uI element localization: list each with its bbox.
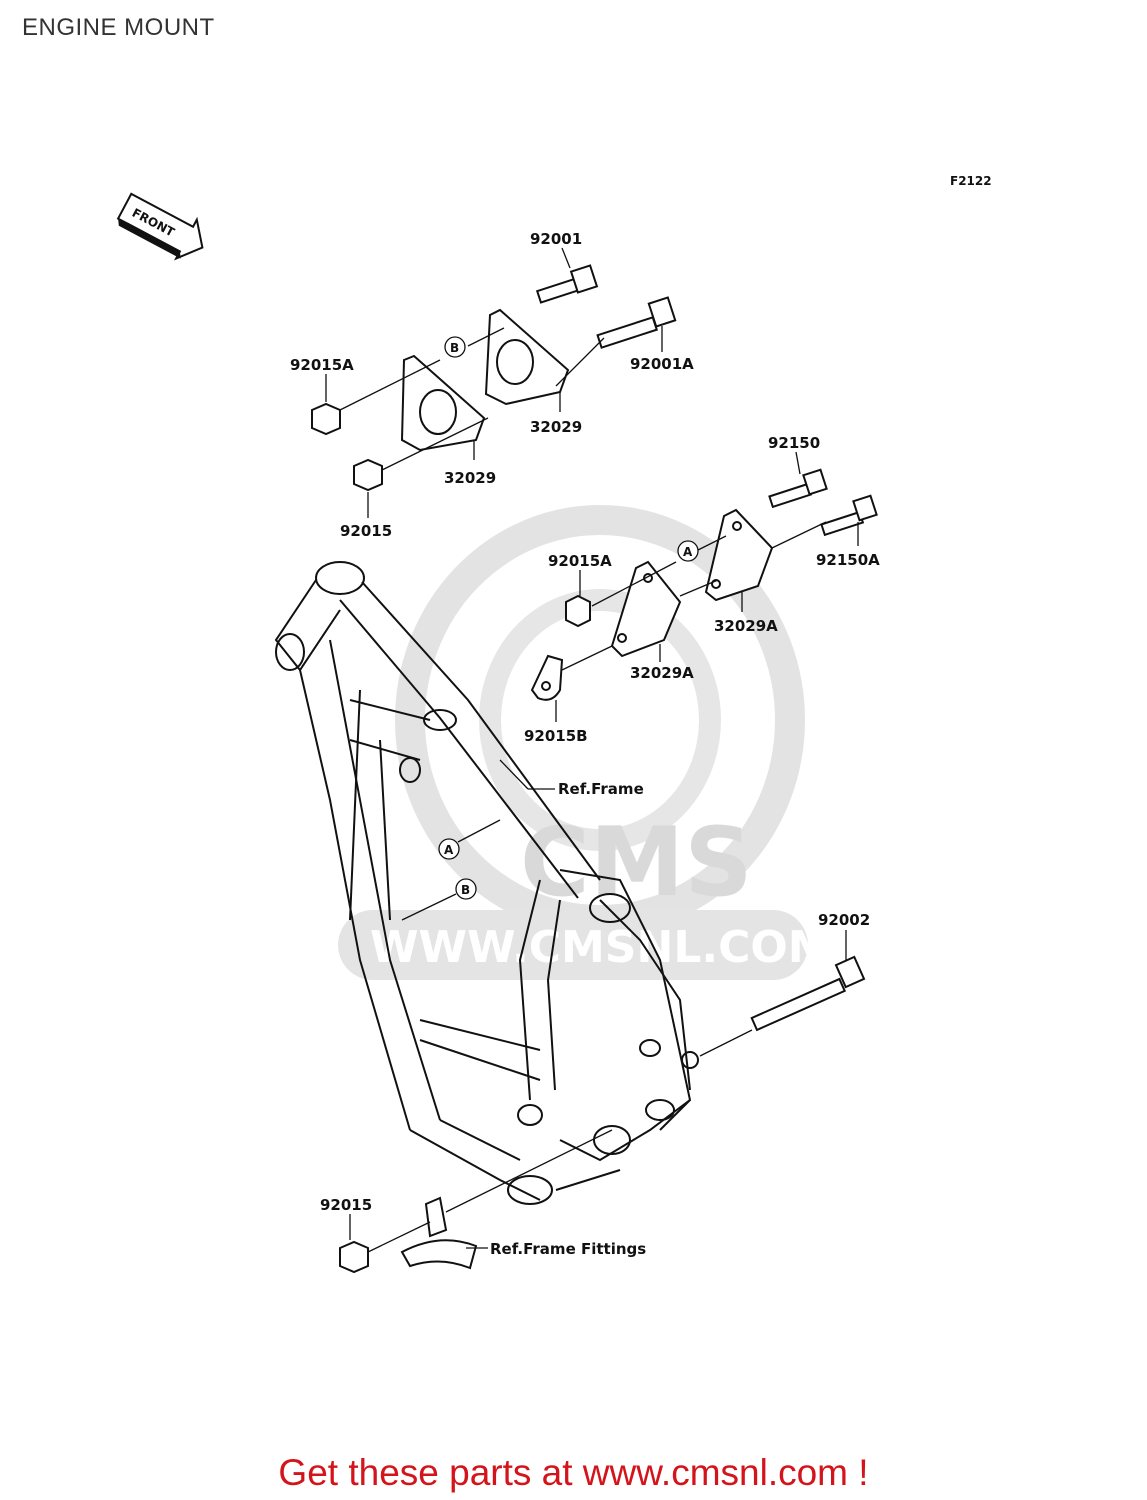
- plate-32029A-right: [704, 508, 774, 602]
- bolt-92001: [535, 264, 599, 304]
- label-92015-top: 92015: [340, 522, 392, 540]
- label-92015A-top: 92015A: [290, 356, 354, 374]
- frame-drawing: [274, 561, 699, 1205]
- marker-b-frame: B: [461, 883, 470, 897]
- label-ref-frame-fittings: Ref.Frame Fittings: [490, 1240, 646, 1258]
- label-92150A: 92150A: [816, 551, 880, 569]
- bolt-92001A: [596, 296, 677, 349]
- marker-a-frame: A: [444, 843, 454, 857]
- label-92015A-mid: 92015A: [548, 552, 612, 570]
- collar-92015B: [530, 654, 564, 701]
- watermark-url: WWW.CMSNL.COM: [370, 922, 832, 973]
- label-92150: 92150: [768, 434, 820, 452]
- frame-fittings: [400, 1196, 478, 1270]
- bolt-92150A: [820, 494, 878, 537]
- upper-mount-group: 92001 92001A 32029 32029: [290, 230, 694, 540]
- marker-a-upper: A: [683, 545, 693, 559]
- label-ref-frame: Ref.Frame: [558, 780, 644, 798]
- page-title: ENGINE MOUNT: [22, 14, 215, 41]
- label-32029-right: 32029: [530, 418, 582, 436]
- bolt-92150: [768, 468, 828, 509]
- plate-32029-right: [484, 308, 570, 406]
- label-92002: 92002: [818, 911, 870, 929]
- marker-b-upper: B: [450, 341, 459, 355]
- label-92015B: 92015B: [524, 727, 588, 745]
- nut-92015A-mid: [565, 594, 591, 628]
- bolt-92002: [750, 955, 866, 1032]
- nut-92015-top: [353, 458, 383, 492]
- front-arrow-icon: FRONT: [116, 192, 204, 261]
- nut-92015A-top: [311, 402, 341, 436]
- label-32029-left: 32029: [444, 469, 496, 487]
- figure-code: F2122: [950, 174, 992, 188]
- label-92001: 92001: [530, 230, 582, 248]
- label-32029A-right: 32029A: [714, 617, 778, 635]
- footer-cta[interactable]: Get these parts at www.cmsnl.com !: [278, 1452, 869, 1493]
- watermark: CMS WWW.CMSNL.COM: [338, 505, 832, 980]
- nut-92015-bottom: [339, 1240, 369, 1274]
- plate-32029-left: [400, 354, 486, 452]
- label-92001A: 92001A: [630, 355, 694, 373]
- label-32029A-left: 32029A: [630, 664, 694, 682]
- middle-mount-group: 92150 92150A 32029A 32029A: [524, 434, 880, 745]
- watermark-brand: CMS: [520, 808, 753, 918]
- label-92015-bottom: 92015: [320, 1196, 372, 1214]
